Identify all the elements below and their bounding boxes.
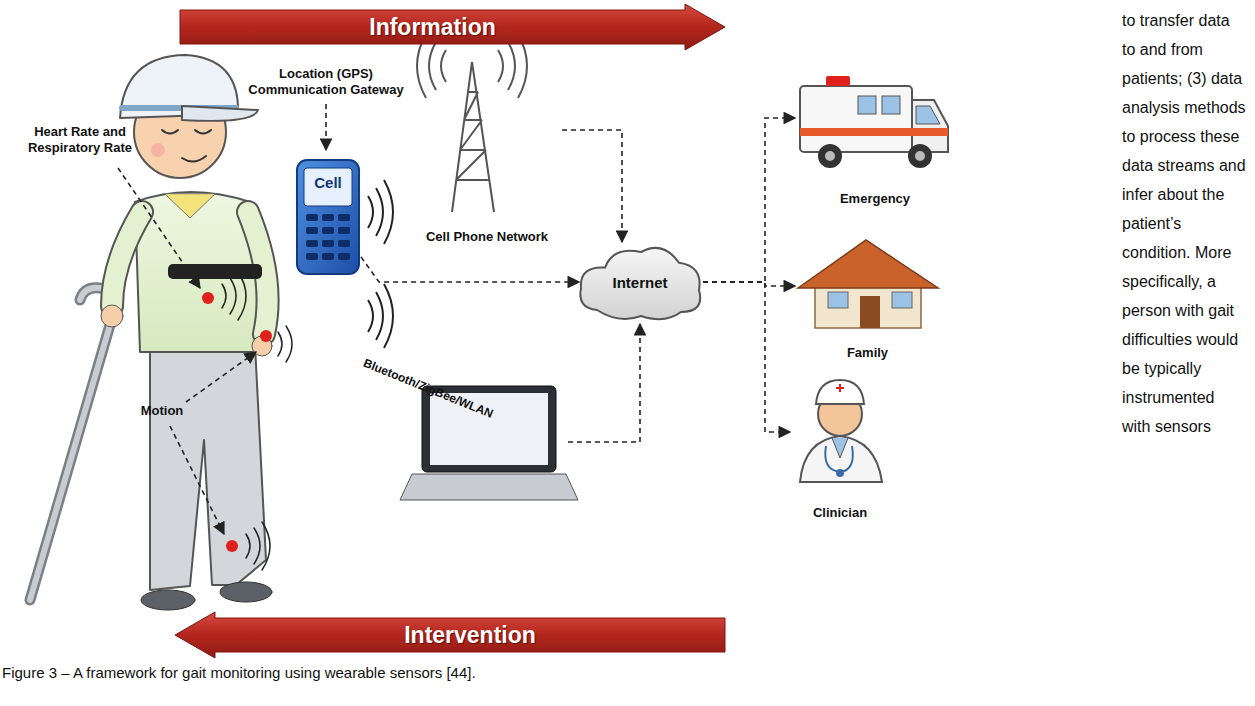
sensor-label: Motion (132, 403, 192, 419)
intervention-arrow: Intervention (175, 612, 725, 658)
node-text: Information (369, 14, 496, 41)
cell-phone: Cell (297, 160, 359, 274)
gateway-label: Location (GPS) Communication Gateway (246, 66, 406, 97)
sensor-label: Heart Rate and Respiratory Rate (20, 124, 140, 155)
body-text: to transfer data to and from patients; (… (1122, 6, 1246, 441)
cell-tower-icon (417, 34, 527, 212)
figure-caption: Figure 3 – A framework for gait monitori… (2, 664, 702, 681)
cell-phone-icon (297, 160, 393, 348)
leader-lines (118, 104, 640, 534)
node-text: Cell Phone Network (426, 229, 548, 244)
node-text: Internet (612, 274, 667, 291)
information-arrow: Information (180, 4, 725, 50)
ambulance-icon (800, 76, 948, 168)
node-text: Emergency (840, 191, 910, 206)
dashed-connector (703, 118, 795, 282)
dashed-connector (703, 282, 790, 432)
dashed-connector (562, 130, 622, 242)
cell-tower: Cell Phone Network (412, 40, 562, 244)
clinician-icon (800, 380, 882, 482)
family-icon: Family (795, 236, 940, 360)
house-icon (798, 240, 938, 328)
node-text: Cell (314, 174, 342, 191)
laptop-icon (400, 386, 578, 500)
node-text: Intervention (404, 622, 536, 649)
emergency-icon: Emergency (795, 70, 955, 206)
node-text: Family (847, 345, 888, 360)
internet-cloud: Internet (575, 242, 705, 322)
dashed-connector (361, 257, 579, 282)
clinician-icon: Clinician (790, 376, 890, 520)
node-text: Clinician (813, 505, 867, 520)
